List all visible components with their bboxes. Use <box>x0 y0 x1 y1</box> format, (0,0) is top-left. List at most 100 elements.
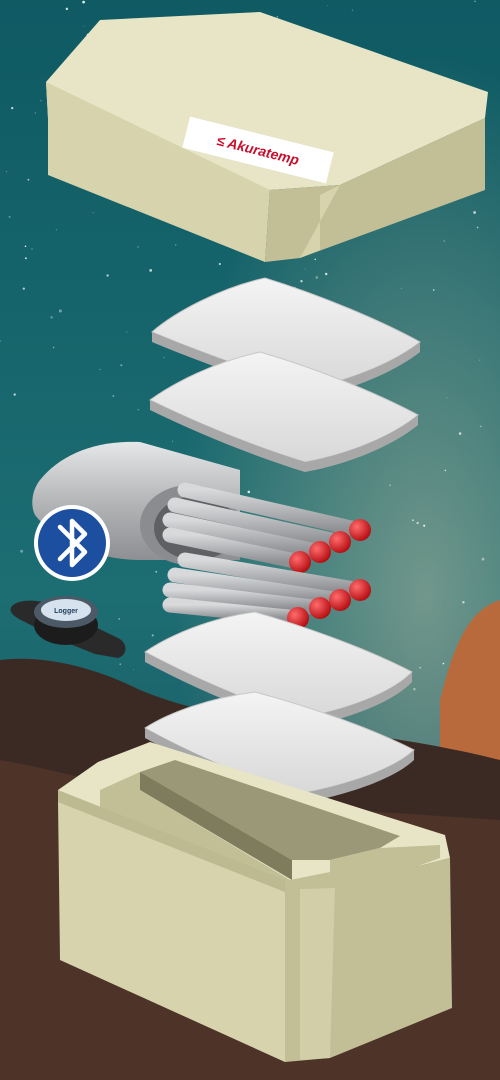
sample-tube-cap <box>329 589 351 611</box>
star <box>34 112 36 114</box>
star <box>40 100 42 102</box>
lid-brand-label <box>182 116 334 184</box>
star <box>314 258 316 261</box>
star <box>120 364 123 367</box>
sample-tube <box>167 567 348 608</box>
star <box>458 432 462 435</box>
star <box>149 269 153 272</box>
logger-face <box>41 599 91 621</box>
star <box>247 490 251 494</box>
star <box>99 368 101 371</box>
star <box>58 309 62 313</box>
star <box>324 272 328 276</box>
star <box>412 519 414 522</box>
insulated-box-lid: ≤ Akuratemp <box>46 12 488 262</box>
sample-tube <box>162 527 308 570</box>
star <box>389 484 391 486</box>
star <box>118 617 121 620</box>
lid-front-face <box>46 82 270 262</box>
star <box>315 276 319 279</box>
star <box>126 331 128 333</box>
star <box>13 393 16 396</box>
star <box>82 0 85 4</box>
sample-tube-cap <box>349 519 371 541</box>
star <box>326 4 328 6</box>
panel-edge <box>150 400 418 472</box>
star <box>65 7 69 11</box>
star <box>151 634 154 637</box>
temperature-logger-icon: Logger <box>10 596 126 658</box>
panel-edge <box>145 652 412 728</box>
star <box>462 601 465 604</box>
panel-top-surface <box>149 351 419 463</box>
sample-tube <box>177 482 368 538</box>
star <box>119 663 121 665</box>
star <box>24 257 27 260</box>
star <box>474 0 476 3</box>
base-rim-front <box>58 790 285 892</box>
star <box>137 246 139 248</box>
star <box>419 666 422 669</box>
star <box>6 171 8 173</box>
lid-chamfer-right <box>300 185 340 258</box>
star <box>304 268 306 270</box>
star <box>20 549 24 553</box>
star <box>300 279 303 283</box>
star <box>476 226 479 229</box>
panel-edge <box>152 332 420 398</box>
sample-tube <box>162 597 306 626</box>
star <box>92 212 94 214</box>
panel-edge <box>145 728 414 804</box>
star <box>351 9 353 11</box>
sample-tube-cap <box>349 579 371 601</box>
star <box>413 687 416 691</box>
sample-tube-cap <box>329 531 351 553</box>
star <box>24 245 27 248</box>
base-chamfer <box>300 888 335 1060</box>
logger-label: Logger <box>54 608 78 615</box>
sample-tubes <box>162 482 371 629</box>
sample-tube-bundle <box>32 441 371 629</box>
star <box>22 287 25 290</box>
star <box>218 263 221 265</box>
star <box>83 25 85 27</box>
top-phase-change-panel-2 <box>149 351 419 472</box>
star <box>106 274 109 277</box>
star <box>172 440 173 442</box>
star <box>175 244 177 246</box>
sample-tube-cap <box>289 551 311 573</box>
star <box>27 178 30 181</box>
star <box>479 359 481 361</box>
base-inner-step <box>100 772 440 898</box>
star <box>480 425 482 428</box>
base-front-face <box>58 800 285 1062</box>
insulated-box-base <box>58 742 452 1062</box>
base-cavity-wall <box>140 772 292 880</box>
star <box>137 409 139 411</box>
star <box>0 340 1 342</box>
star <box>50 316 53 319</box>
star <box>31 248 33 250</box>
star <box>442 662 445 665</box>
star <box>8 215 11 218</box>
star <box>400 288 402 289</box>
sample-tube-cap <box>309 541 331 563</box>
star <box>446 397 448 399</box>
star <box>163 356 165 358</box>
sample-tube-cap <box>309 597 331 619</box>
star <box>443 240 445 242</box>
star <box>416 521 419 525</box>
star <box>55 229 57 231</box>
star <box>52 346 55 349</box>
sample-tube <box>162 512 328 560</box>
sample-tube <box>162 582 328 616</box>
star <box>444 469 447 472</box>
sample-tube <box>167 497 348 550</box>
star <box>481 557 485 561</box>
bluetooth-icon <box>34 505 110 581</box>
star <box>155 570 158 573</box>
star <box>112 394 115 397</box>
star <box>132 669 134 670</box>
star <box>276 16 279 18</box>
